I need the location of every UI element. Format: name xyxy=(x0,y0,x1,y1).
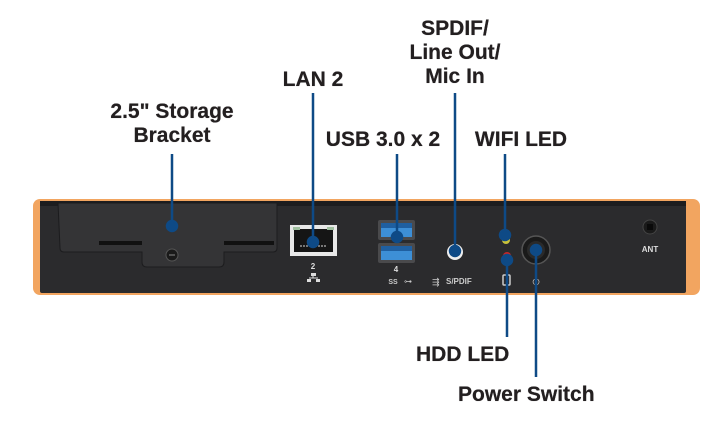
callout-spdif-line2: Line Out/ xyxy=(409,41,501,64)
callout-usb: USB 3.0 x 2 xyxy=(325,128,441,151)
callout-lan2: LAN 2 xyxy=(282,68,344,91)
usb-number: 4 xyxy=(394,265,399,274)
callout-spdif-line3: Mic In xyxy=(425,65,485,88)
callout-power-switch: Power Switch xyxy=(458,383,595,406)
usb-trident-icon: ⊶ xyxy=(404,277,412,286)
callout-dot-storage xyxy=(165,219,179,233)
callout-hdd-led: HDD LED xyxy=(416,343,510,366)
callout-dot-usb xyxy=(390,230,404,244)
callout-spdif-line1: SPDIF/ xyxy=(421,17,489,40)
callout-storage-line2: Bracket xyxy=(133,124,211,147)
callout-wifi-led: WIFI LED xyxy=(474,128,568,151)
usb-ports xyxy=(378,220,415,263)
network-icon xyxy=(307,273,320,282)
storage-bracket xyxy=(57,202,278,268)
antenna-hole xyxy=(642,219,658,235)
callout-dot-hdd xyxy=(500,253,514,267)
ant-mark: ANT xyxy=(642,245,659,254)
callout-dot-spdif xyxy=(448,244,462,258)
callout-storage-bracket: 2.5" Storage Bracket xyxy=(92,100,252,148)
callout-spdif: SPDIF/ Line Out/ Mic In xyxy=(395,17,515,89)
callout-dot-lan xyxy=(306,235,320,249)
lan-number: 2 xyxy=(311,262,316,271)
callout-storage-line1: 2.5" Storage xyxy=(110,100,234,123)
usb-ss-logo: SS xyxy=(388,279,398,286)
callout-dot-power xyxy=(529,243,543,257)
callout-dot-wifi xyxy=(498,228,512,242)
spdif-mark: S/PDIF xyxy=(446,277,472,286)
spdif-icon: ⇶ xyxy=(432,277,440,288)
